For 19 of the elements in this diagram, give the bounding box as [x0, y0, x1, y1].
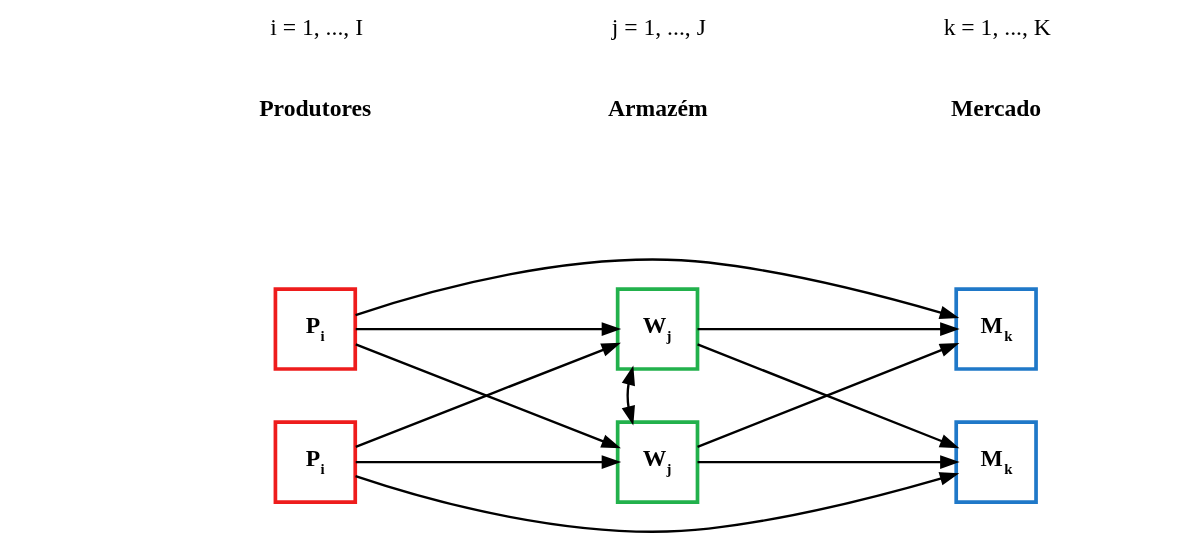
- arrow: [355, 322, 622, 336]
- node-box: M$_{k}$: [954, 287, 1038, 371]
- arrow: [697, 455, 960, 469]
- label: Mercado: [951, 94, 1042, 121]
- arrow: [355, 455, 622, 469]
- label: Produtores: [259, 94, 372, 121]
- label: i = 1, ..., I: [270, 13, 364, 40]
- node-box: P$_{i}$: [273, 287, 358, 371]
- node-box: P$_{i}$: [273, 420, 358, 504]
- node-box: W$_{j}$: [615, 420, 700, 504]
- arrow: [355, 258, 960, 320]
- label: j = 1, ..., J: [611, 13, 706, 40]
- label: k = 1, ..., K: [943, 13, 1051, 40]
- arrow: [355, 472, 960, 533]
- node-box: M$_{k}$: [954, 420, 1038, 504]
- arrow: [697, 322, 960, 336]
- arrow: [621, 365, 635, 426]
- label: Armazém: [608, 94, 708, 121]
- node-box: W$_{j}$: [615, 287, 700, 371]
